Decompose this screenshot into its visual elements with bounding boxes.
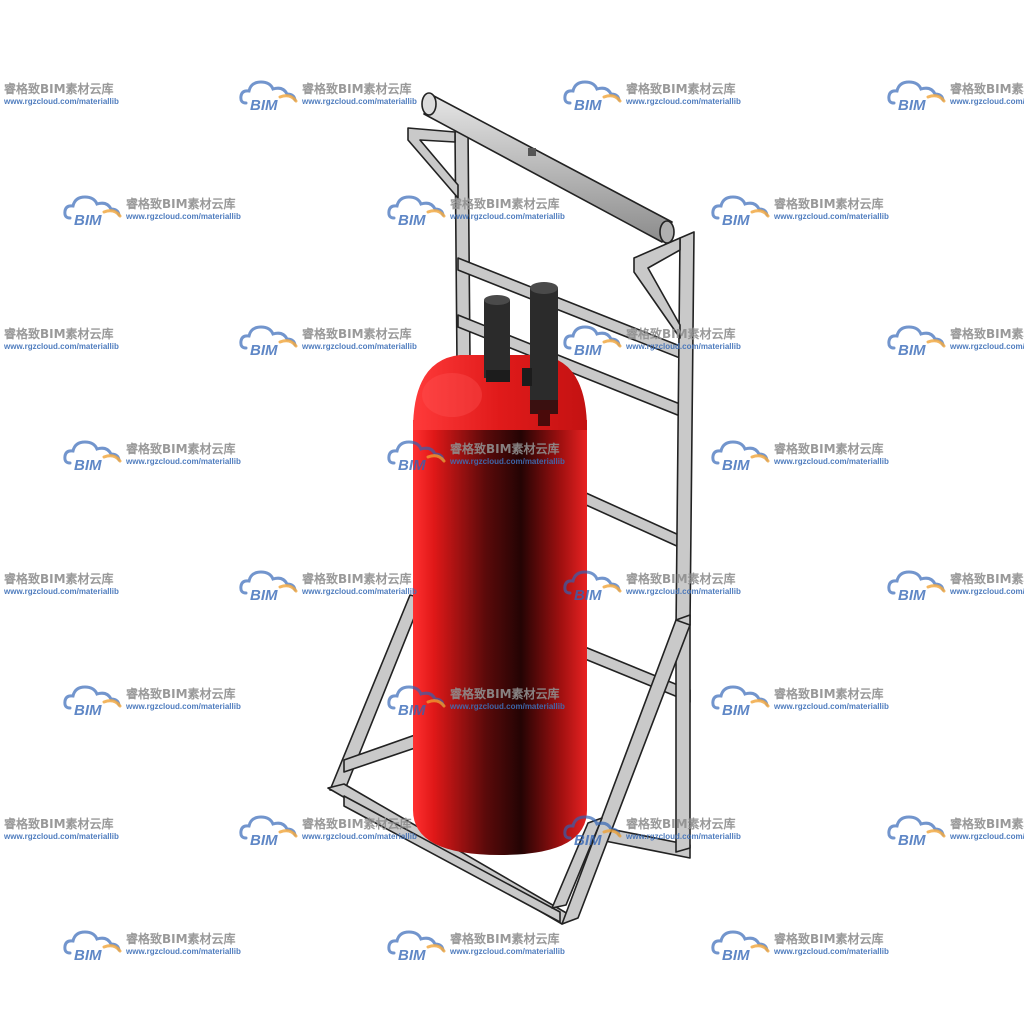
top-handle-bar [421,92,675,244]
rack-frame-front [551,231,695,925]
cylinder-valves [484,282,558,426]
gas-cylinder [413,355,587,855]
